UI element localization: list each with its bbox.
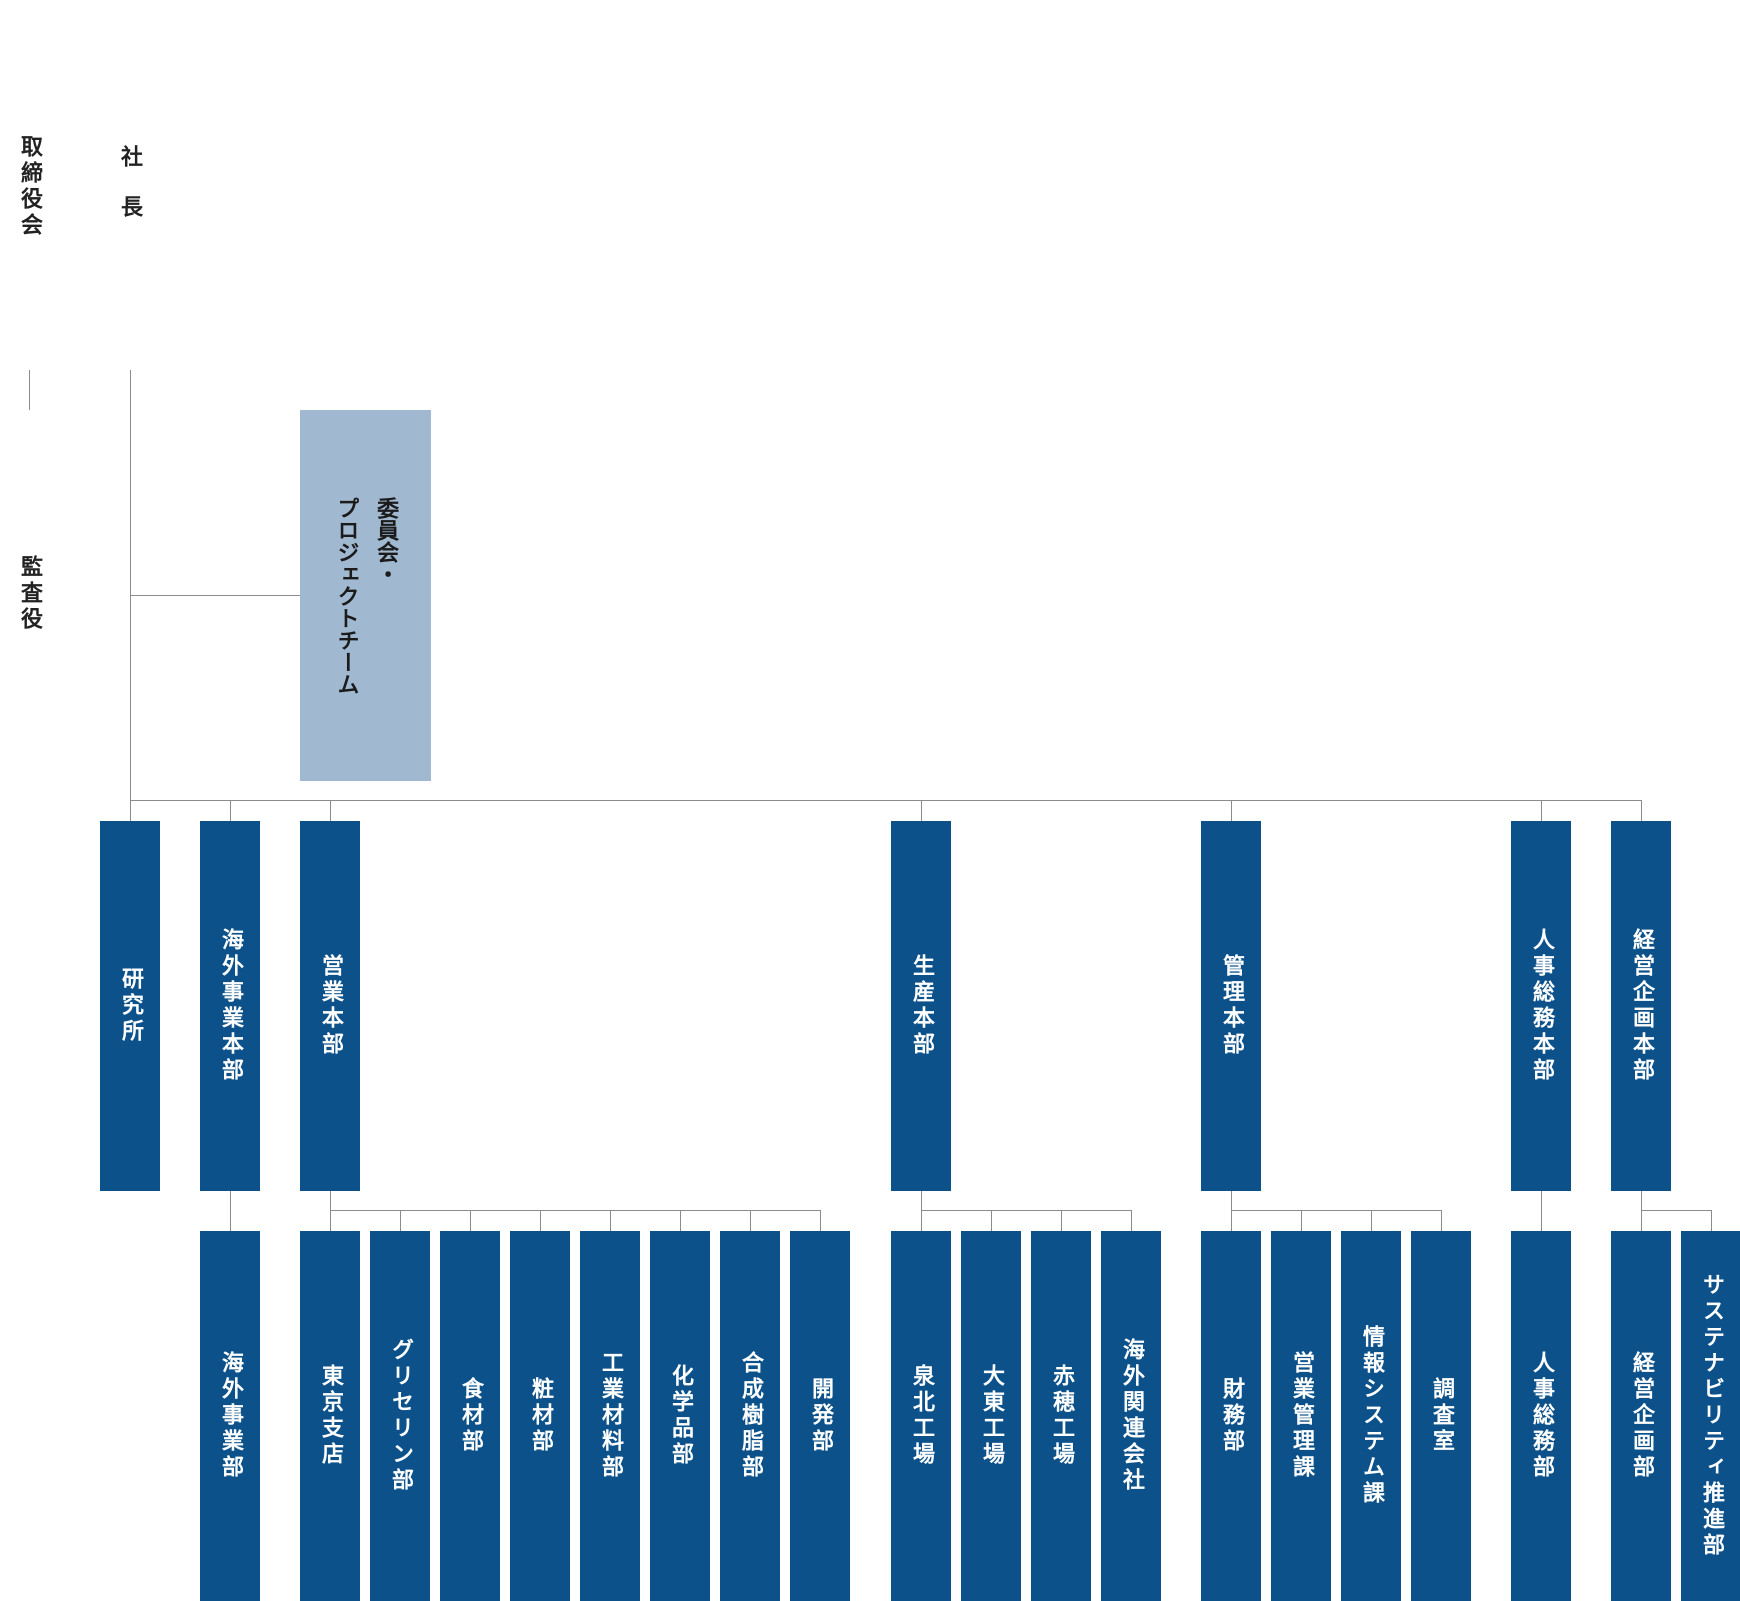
hq-sales-child-drop-7 <box>820 1210 821 1231</box>
dept-sales-0: 東京支店 <box>300 1231 360 1601</box>
hq-production: 生産本部 <box>891 821 951 1191</box>
dept-planning-0-label: 経営企画部 <box>1629 1351 1654 1481</box>
hq-admin-stem <box>1231 1191 1232 1210</box>
auditor-label: 監査役 <box>17 555 42 633</box>
dept-admin-1-label: 営業管理課 <box>1289 1351 1314 1481</box>
hq-drop-production <box>921 800 922 821</box>
hq-production-child-bus <box>921 1210 1132 1211</box>
hq-hr: 人事総務本部 <box>1511 821 1571 1191</box>
hq-research: 研究所 <box>100 821 160 1191</box>
hq-admin-child-drop-1 <box>1301 1210 1302 1231</box>
hq-production-label: 生産本部 <box>909 954 934 1058</box>
hq-drop-research <box>130 800 131 821</box>
hq-admin-child-bus <box>1231 1210 1442 1211</box>
hq-drop-overseas <box>230 800 231 821</box>
hq-planning-child-drop-0 <box>1641 1210 1642 1231</box>
dept-sales-4: 工業材料部 <box>580 1231 640 1601</box>
hq-admin-child-drop-3 <box>1441 1210 1442 1231</box>
hq-production-child-drop-2 <box>1061 1210 1062 1231</box>
hq-drop-admin <box>1231 800 1232 821</box>
dept-sales-3: 粧材部 <box>510 1231 570 1601</box>
dept-sales-7-label: 開発部 <box>808 1377 833 1455</box>
dept-production-0-label: 泉北工場 <box>909 1364 934 1468</box>
dept-admin-0: 財務部 <box>1201 1231 1261 1601</box>
hq-drop-hr <box>1541 800 1542 821</box>
committee-label: 委員会・プロジェクトチーム <box>333 496 399 695</box>
hq-production-child-drop-0 <box>921 1210 922 1231</box>
hq-hr-child-drop <box>1541 1191 1542 1231</box>
dept-planning-1-label: サステナビリティ推進部 <box>1699 1273 1724 1559</box>
dept-admin-2-label: 情報システム課 <box>1359 1325 1384 1507</box>
hq-drop-planning <box>1641 800 1642 821</box>
dept-hr-0: 人事総務部 <box>1511 1231 1571 1601</box>
hq-sales-child-drop-4 <box>610 1210 611 1231</box>
hq-hr-label: 人事総務本部 <box>1529 928 1554 1084</box>
dept-sales-2: 食材部 <box>440 1231 500 1601</box>
dept-sales-2-label: 食材部 <box>458 1377 483 1455</box>
hq-planning-child-bus <box>1641 1210 1712 1211</box>
hq-sales-child-bus <box>330 1210 821 1211</box>
committee-box: 委員会・プロジェクトチーム <box>300 410 431 781</box>
dept-production-2: 赤穂工場 <box>1031 1231 1091 1601</box>
hq-admin: 管理本部 <box>1201 821 1261 1191</box>
hq-sales-child-drop-1 <box>400 1210 401 1231</box>
dept-admin-3: 調査室 <box>1411 1231 1471 1601</box>
dept-planning-0: 経営企画部 <box>1611 1231 1671 1601</box>
dept-production-3-label: 海外関連会社 <box>1119 1338 1144 1494</box>
board-label: 取締役会 <box>17 135 42 239</box>
dept-production-3: 海外関連会社 <box>1101 1231 1161 1601</box>
hq-overseas-child-drop <box>230 1191 231 1231</box>
hq-admin-child-drop-2 <box>1371 1210 1372 1231</box>
dept-sales-5: 化学品部 <box>650 1231 710 1601</box>
dept-hr-0-label: 人事総務部 <box>1529 1351 1554 1481</box>
dept-production-2-label: 赤穂工場 <box>1049 1364 1074 1468</box>
dept-sales-5-label: 化学品部 <box>668 1364 693 1468</box>
hq-sales-label: 営業本部 <box>318 954 343 1058</box>
hq-planning-label: 経営企画本部 <box>1629 928 1654 1084</box>
dept-production-1: 大東工場 <box>961 1231 1021 1601</box>
dept-sales-6: 合成樹脂部 <box>720 1231 780 1601</box>
dept-admin-3-label: 調査室 <box>1429 1377 1454 1455</box>
hq-production-child-drop-3 <box>1131 1210 1132 1231</box>
dept-production-1-label: 大東工場 <box>979 1364 1004 1468</box>
dept-planning-1: サステナビリティ推進部 <box>1681 1231 1740 1601</box>
president-label: 社長 <box>117 145 142 245</box>
dept-sales-4-label: 工業材料部 <box>598 1351 623 1481</box>
hq-production-stem <box>921 1191 922 1210</box>
dept-sales-6-label: 合成樹脂部 <box>738 1351 763 1481</box>
hq-sales-child-drop-6 <box>750 1210 751 1231</box>
hq-planning-stem <box>1641 1191 1642 1210</box>
dept-sales-7: 開発部 <box>790 1231 850 1601</box>
dept-sales-1: グリセリン部 <box>370 1231 430 1601</box>
dept-sales-0-label: 東京支店 <box>318 1364 343 1468</box>
hq-sales: 営業本部 <box>300 821 360 1191</box>
hq-sales-child-drop-5 <box>680 1210 681 1231</box>
president-spine <box>130 370 131 801</box>
hq-admin-label: 管理本部 <box>1219 954 1244 1058</box>
board-auditor-connector <box>29 370 30 410</box>
dept-admin-0-label: 財務部 <box>1219 1377 1244 1455</box>
hq-drop-sales <box>330 800 331 821</box>
dept-admin-1: 営業管理課 <box>1271 1231 1331 1601</box>
dept-production-0: 泉北工場 <box>891 1231 951 1601</box>
hq-sales-child-drop-3 <box>540 1210 541 1231</box>
dept-admin-2: 情報システム課 <box>1341 1231 1401 1601</box>
hq-research-label: 研究所 <box>118 967 143 1045</box>
committee-connector <box>130 595 300 596</box>
hq-overseas: 海外事業本部 <box>200 821 260 1191</box>
hq-sales-child-drop-2 <box>470 1210 471 1231</box>
hq-planning: 経営企画本部 <box>1611 821 1671 1191</box>
dept-overseas-0-label: 海外事業部 <box>218 1351 243 1481</box>
dept-sales-1-label: グリセリン部 <box>388 1338 413 1494</box>
hq-planning-child-drop-1 <box>1711 1210 1712 1231</box>
hq-overseas-label: 海外事業本部 <box>218 928 243 1084</box>
dept-overseas-0: 海外事業部 <box>200 1231 260 1601</box>
hq-bus <box>130 800 1642 801</box>
dept-sales-3-label: 粧材部 <box>528 1377 553 1455</box>
hq-sales-child-drop-0 <box>330 1210 331 1231</box>
hq-production-child-drop-1 <box>991 1210 992 1231</box>
hq-sales-stem <box>330 1191 331 1210</box>
hq-admin-child-drop-0 <box>1231 1210 1232 1231</box>
